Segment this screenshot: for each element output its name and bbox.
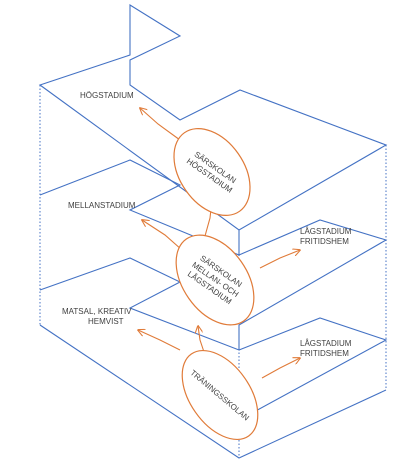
floor-plate-top <box>38 4 388 231</box>
floor-plate-ground <box>39 324 387 459</box>
unit-sarskolan-hogstadium <box>173 128 251 216</box>
floor-plates <box>38 4 388 459</box>
label-line: LÅGSTADIUM <box>300 339 352 348</box>
unit-traningsskolan <box>181 349 259 441</box>
unit-sarskolan-mellan-lag <box>175 234 255 326</box>
label-line: FRITIDSHEM <box>300 349 349 358</box>
unit-label-sarskolan-mellan-lag: SÄRSKOLAN MELLAN- OCH LÅGSTADIUM <box>186 254 244 307</box>
floor-plate-lower <box>39 257 240 351</box>
floor-plate-lower-right <box>238 317 388 421</box>
school-units <box>173 128 259 441</box>
floor-plate-middle-right <box>238 219 388 326</box>
label-line: HEMVIST <box>88 317 124 326</box>
label-mellanstadium: MELLANSTADIUM <box>68 201 136 210</box>
floor-plate-middle <box>39 159 240 256</box>
arrow-to-matsal <box>138 330 181 351</box>
label-lagstadium-fritidshem-lower: LÅGSTADIUM FRITIDSHEM <box>300 339 352 358</box>
label-line: MATSAL, KREATIV <box>62 307 132 316</box>
arrow-to-hogstadium <box>140 108 181 141</box>
arrow-to-lagstadium-upper <box>259 250 300 269</box>
label-hogstadium: HÖGSTADIUM <box>80 91 134 100</box>
arrow-to-mellanstadium <box>142 220 183 251</box>
arrow-to-lagstadium-lower <box>261 358 300 379</box>
label-line: LÅGSTADIUM <box>300 227 352 236</box>
label-matsal-kreativ-hemvist: MATSAL, KREATIV HEMVIST <box>62 307 132 326</box>
label-line: FRITIDSHEM <box>300 237 349 246</box>
label-lagstadium-fritidshem-upper: LÅGSTADIUM FRITIDSHEM <box>300 227 352 246</box>
